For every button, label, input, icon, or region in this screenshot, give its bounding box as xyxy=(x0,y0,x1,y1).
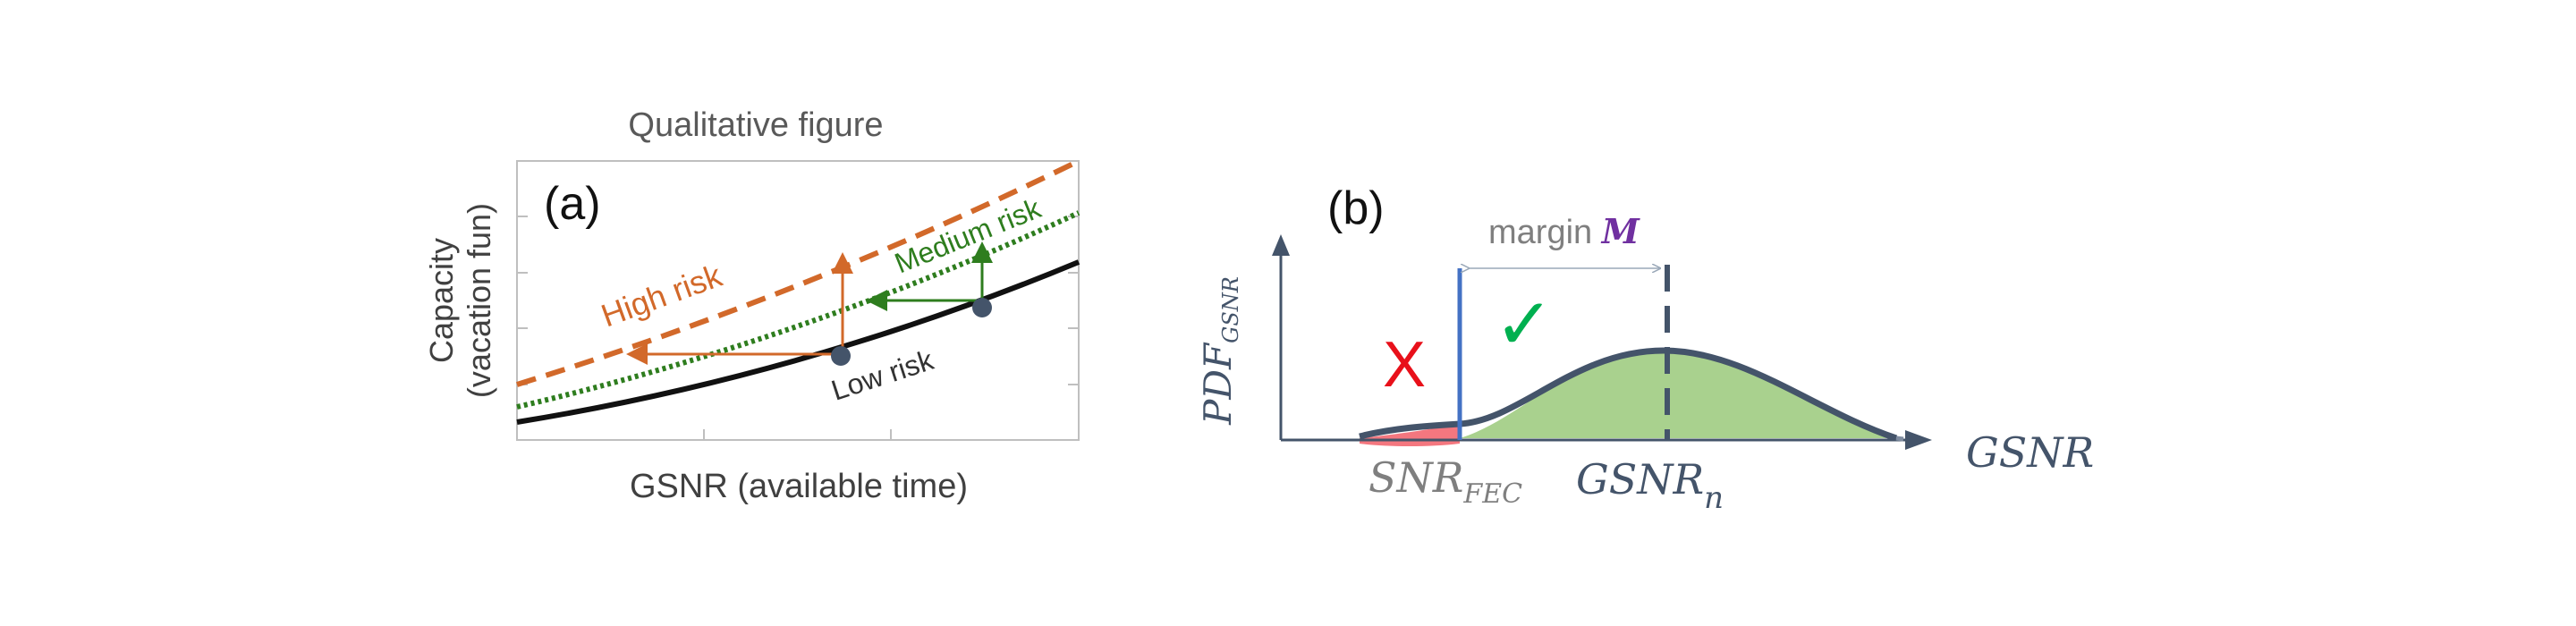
ok-check-icon: ✓ xyxy=(1494,284,1554,364)
panel-a-ylabel-line1: Capacity xyxy=(423,238,460,363)
margin-symbol: M xyxy=(1600,211,1640,251)
pdf-curve-tail xyxy=(1895,436,1904,442)
nominal-label: GSNRn xyxy=(1576,455,1724,516)
margin-text: margin M xyxy=(1488,211,1640,251)
panel-b-xlabel: GSNR xyxy=(1966,428,2094,477)
panel-a-plot-frame xyxy=(516,160,1080,441)
panel-b-x-axis-arrowhead xyxy=(1905,430,1932,450)
panel-a-xlabel: GSNR (available time) xyxy=(630,468,968,505)
pdf-curve xyxy=(1359,347,1898,442)
panel-b-ylabel: PDFGSNR xyxy=(1196,276,1243,426)
panel-a-title: Qualitative figure xyxy=(628,106,883,144)
fec-label-sub: FEC xyxy=(1462,478,1522,510)
panel-b-ylabel-sub: GSNR xyxy=(1218,276,1243,343)
medium-risk-curve xyxy=(516,210,1080,410)
low-risk-point-2 xyxy=(972,298,992,317)
pdf-pass-area xyxy=(1460,351,1896,438)
high-risk-curve xyxy=(516,158,1080,387)
medium-risk-label: Medium risk xyxy=(890,191,1046,279)
fec-label: SNRFEC xyxy=(1368,453,1522,510)
panel-b-label: (b) xyxy=(1327,182,1385,234)
panel-b-y-axis-arrowhead xyxy=(1272,234,1290,256)
low-risk-curve xyxy=(516,259,1080,425)
fail-mark: X xyxy=(1383,329,1426,401)
panel-b: (b) margin M X ✓ PDFGSNR GSNR SNRFEC GSN… xyxy=(1196,182,2094,516)
panel-a-label: (a) xyxy=(544,178,601,230)
panel-a-ylabel-line2: (vacation fun) xyxy=(461,203,497,398)
nominal-label-sub: n xyxy=(1704,480,1724,516)
panel-a: Qualitative figure (a) xyxy=(423,106,1080,505)
low-risk-point-1 xyxy=(831,346,851,366)
